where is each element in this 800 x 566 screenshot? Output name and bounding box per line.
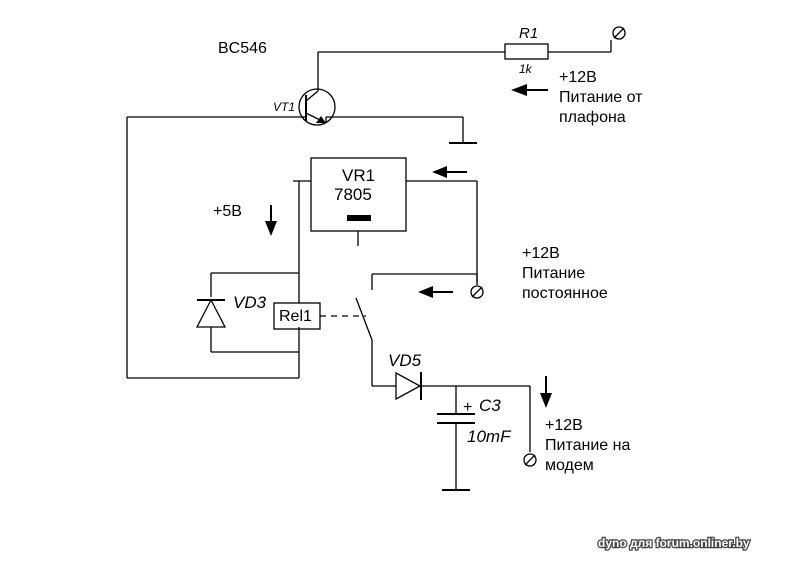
arrow-modem-icon <box>540 376 552 408</box>
diode-vd5-icon <box>395 371 422 401</box>
relay-ref-label: Rel1 <box>279 308 312 325</box>
emitter-arrow-icon <box>316 116 326 123</box>
terminal-plafon-slash <box>613 27 625 39</box>
transistor-part-label: BC546 <box>218 40 267 57</box>
transistor-body <box>298 88 336 126</box>
terminal-const-icon <box>470 285 484 299</box>
plafon-line2: плафона <box>559 109 626 126</box>
watermark-text: dyno для forum.onliner.by <box>598 536 750 550</box>
modem-line1: Питание на <box>545 437 630 454</box>
transistor-ref-label: VT1 <box>273 100 295 114</box>
terminal-modem-icon <box>523 453 537 467</box>
watermark-shadow: dyno для forum.onliner.by <box>598 536 750 550</box>
arrow-plafon-icon <box>511 84 548 96</box>
arrow-const-icon <box>418 286 453 298</box>
transistor-vt1 <box>298 52 477 144</box>
terminal-plafon-icon <box>612 26 626 40</box>
plafon-line1: Питание от <box>559 89 643 106</box>
terminal-const-slash <box>471 286 483 298</box>
cap-value-label: 10mF <box>467 427 512 446</box>
diode-vd3-label: VD3 <box>233 293 267 312</box>
modem-voltage: +12В <box>545 417 583 434</box>
const-line2: постоянное <box>522 285 608 302</box>
regulator-ref-label: VR1 <box>342 166 375 185</box>
relay-contact-blade <box>355 297 373 341</box>
transistor-collector <box>305 90 319 102</box>
regulator-gnd-mark-icon <box>347 215 371 221</box>
const-voltage: +12В <box>522 245 560 262</box>
label-5v: +5В <box>213 203 242 220</box>
diode-vd3-icon <box>195 298 227 328</box>
const-line1: Питание <box>522 265 585 282</box>
resistor-r1 <box>504 43 549 60</box>
resistor-value-label: 1k <box>519 62 533 76</box>
modem-line2: модем <box>545 457 594 474</box>
regulator-part-label: 7805 <box>334 185 372 204</box>
arrow-5v-icon <box>265 205 277 236</box>
plafon-voltage: +12В <box>559 69 597 86</box>
resistor-ref-label: R1 <box>519 25 538 42</box>
terminal-modem-slash <box>524 454 536 466</box>
diode-vd5-label: VD5 <box>388 351 422 370</box>
cap-ref-label: C3 <box>479 396 501 415</box>
arrow-reg-input-icon <box>432 166 467 178</box>
cap-polarity: + <box>463 399 472 416</box>
